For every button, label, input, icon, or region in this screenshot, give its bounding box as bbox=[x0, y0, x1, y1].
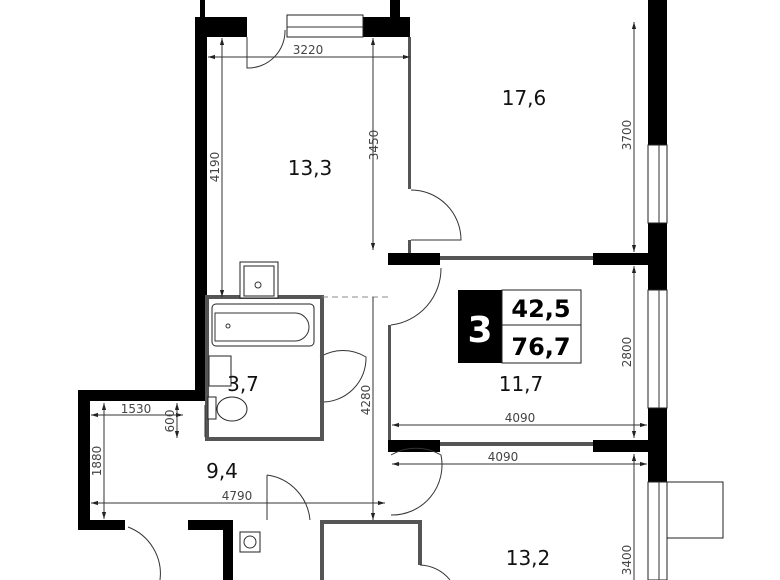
dim-4790: 4790 bbox=[222, 489, 253, 503]
dim-600: 600 bbox=[163, 410, 177, 433]
room-area-13-3: 13,3 bbox=[288, 156, 333, 180]
dim-4090-upper: 4090 bbox=[505, 411, 536, 425]
dim-4280: 4280 bbox=[359, 385, 373, 416]
room-area-17-6: 17,6 bbox=[502, 86, 547, 110]
room-area-3-7: 3,7 bbox=[227, 372, 259, 396]
room-area-labels: 13,3 17,6 3,7 9,4 11,7 13,2 bbox=[206, 86, 550, 570]
dimension-lines bbox=[91, 22, 647, 580]
total-area: 76,7 bbox=[511, 333, 570, 361]
dim-2800: 2800 bbox=[620, 337, 634, 368]
room-area-13-2: 13,2 bbox=[506, 546, 551, 570]
dim-4190: 4190 bbox=[208, 152, 222, 183]
bathroom-fixtures bbox=[204, 261, 390, 553]
room-area-11-7: 11,7 bbox=[499, 372, 544, 396]
dim-3220: 3220 bbox=[293, 43, 324, 57]
dim-3450: 3450 bbox=[367, 130, 381, 161]
dim-3400: 3400 bbox=[620, 545, 634, 576]
living-area: 42,5 bbox=[511, 295, 570, 323]
dim-3700: 3700 bbox=[620, 120, 634, 151]
doors bbox=[127, 29, 462, 580]
apartment-badge: 3 42,5 76,7 bbox=[458, 289, 582, 364]
rooms-count: 3 bbox=[467, 310, 492, 351]
windows bbox=[286, 14, 724, 580]
dim-1880: 1880 bbox=[90, 446, 104, 477]
dim-4090-lower: 4090 bbox=[488, 450, 519, 464]
room-area-9-4: 9,4 bbox=[206, 459, 238, 483]
dimension-labels: 3220 4190 3450 3700 2800 4090 4090 3400 … bbox=[90, 43, 634, 575]
dim-1530: 1530 bbox=[121, 402, 152, 416]
